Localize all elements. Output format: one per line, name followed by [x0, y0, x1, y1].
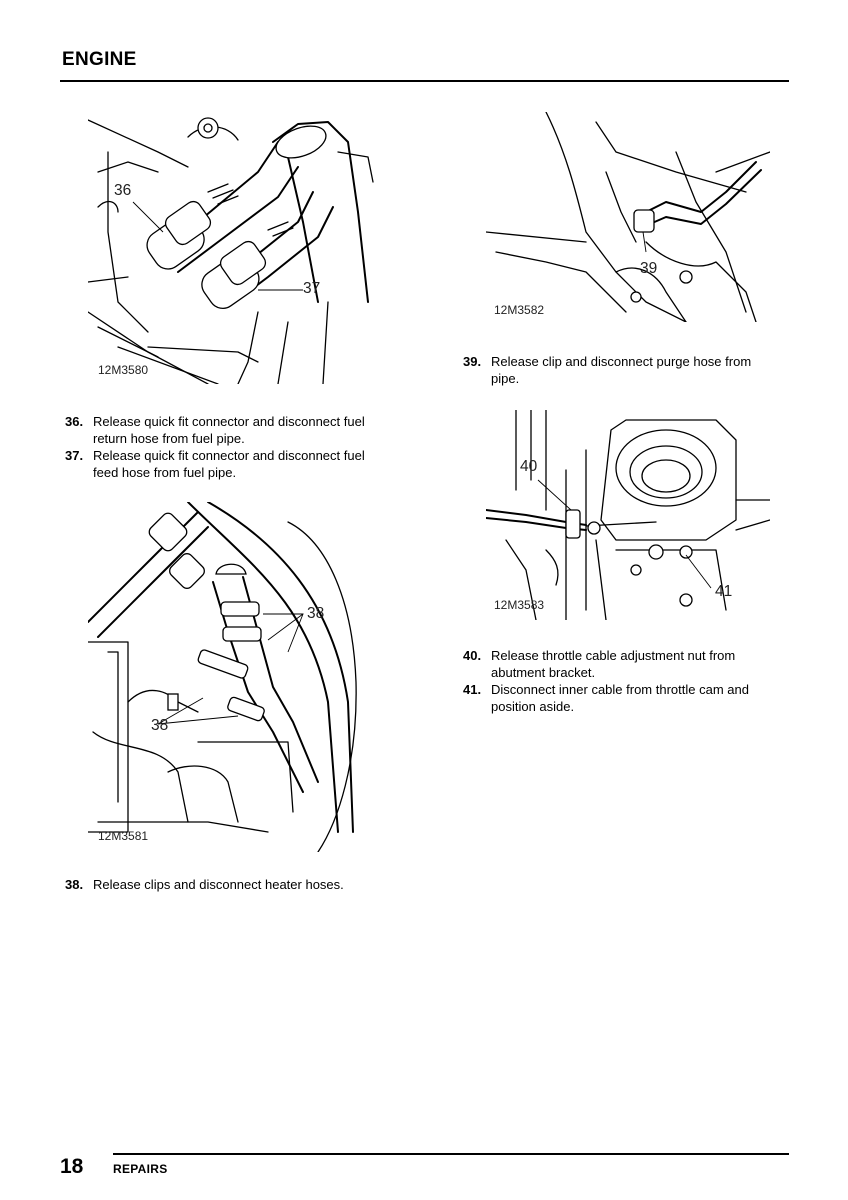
step-text-line: pipe.	[491, 371, 520, 386]
step-40: 40. Release throttle cable adjustment nu…	[463, 647, 793, 683]
figure-id: 12M3583	[494, 598, 545, 612]
section-name: REPAIRS	[113, 1162, 168, 1176]
callout-36: 36	[114, 182, 132, 199]
callout-38-upper: 38	[307, 605, 325, 622]
step-text-line: position aside.	[491, 699, 575, 714]
step-text-line: Disconnect inner cable from throttle cam…	[491, 682, 749, 697]
page-title: ENGINE	[62, 49, 137, 70]
step-text: Release clips and disconnect heater hose…	[93, 876, 344, 893]
callout-40: 40	[520, 458, 538, 475]
step-text-line: feed hose from fuel pipe.	[93, 465, 237, 480]
purge-hose-illustration	[486, 112, 770, 322]
heater-hoses-illustration	[88, 502, 357, 852]
step-text: Release quick fit connector and disconne…	[93, 413, 365, 447]
step-number: 41.	[463, 682, 482, 697]
figure-id: 12M3580	[98, 363, 149, 377]
step-number: 36.	[65, 414, 84, 429]
step-text-line: return hose from fuel pipe.	[93, 431, 245, 446]
header-rule	[60, 80, 789, 82]
callout-41: 41	[715, 583, 733, 600]
callout-38-lower: 38	[151, 717, 169, 734]
step-text: Disconnect inner cable from throttle cam…	[491, 681, 749, 715]
step-37: 37. Release quick fit connector and disc…	[65, 447, 405, 483]
step-text-line: Release quick fit connector and disconne…	[93, 448, 365, 463]
step-38: 38. Release clips and disconnect heater …	[65, 876, 405, 894]
step-number: 40.	[463, 648, 482, 663]
fuel-hoses-illustration	[88, 117, 374, 384]
callout-39: 39	[640, 260, 658, 277]
step-text-line: Release clips and disconnect heater hose…	[93, 877, 344, 892]
figure-id: 12M3581	[98, 829, 149, 843]
figure-12m3583: 40 41 12M3583	[486, 410, 770, 620]
step-39: 39. Release clip and disconnect purge ho…	[463, 353, 793, 389]
figure-12m3582: 39 12M3582	[486, 112, 770, 322]
step-text: Release throttle cable adjustment nut fr…	[491, 647, 735, 681]
figure-id: 12M3582	[494, 303, 545, 317]
step-text: Release clip and disconnect purge hose f…	[491, 353, 751, 387]
step-text-line: abutment bracket.	[491, 665, 596, 680]
page-number: 18	[60, 1155, 84, 1178]
figure-12m3580: 36 37 12M3580	[88, 112, 378, 384]
step-number: 39.	[463, 354, 482, 369]
step-text-line: Release quick fit connector and disconne…	[93, 414, 365, 429]
step-text-line: Release clip and disconnect purge hose f…	[491, 354, 752, 369]
step-text-line: Release throttle cable adjustment nut fr…	[491, 648, 736, 663]
footer-rule	[113, 1153, 789, 1155]
throttle-cable-illustration	[486, 410, 770, 620]
step-number: 38.	[65, 877, 84, 892]
callout-37: 37	[303, 280, 321, 297]
step-text: Release quick fit connector and disconne…	[93, 447, 365, 481]
step-41: 41. Disconnect inner cable from throttle…	[463, 681, 793, 717]
figure-12m3581: 38 38 12M3581	[88, 502, 378, 852]
step-36: 36. Release quick fit connector and disc…	[65, 413, 405, 449]
step-number: 37.	[65, 448, 84, 463]
